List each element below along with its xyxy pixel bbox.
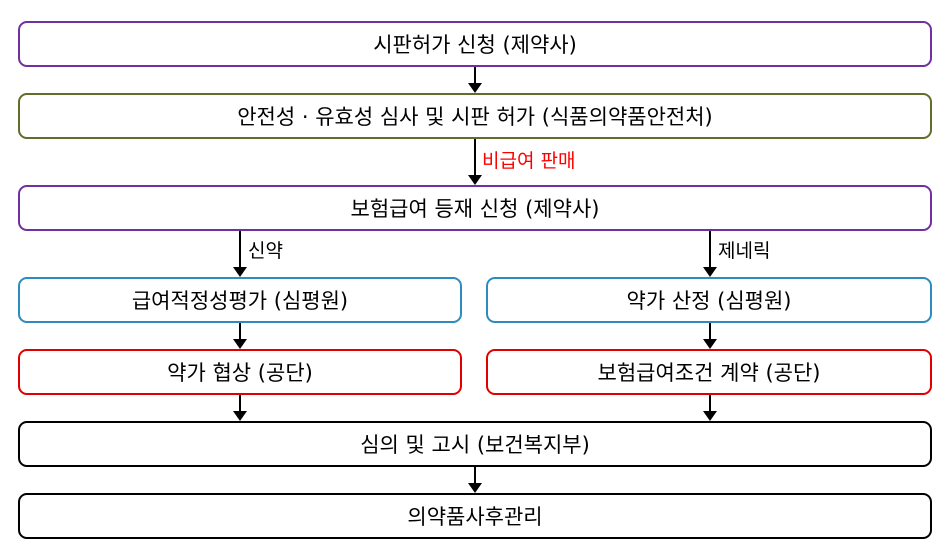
step-deliberation-label: 심의 및 고시 (보건복지부) bbox=[360, 433, 590, 457]
step-application: 시판허가 신청 (제약사) bbox=[18, 21, 932, 67]
step-listing-application: 보험급여 등재 신청 (제약사) bbox=[18, 185, 932, 231]
step-approval: 안전성 · 유효성 심사 및 시판 허가 (식품의약품안전처) bbox=[18, 93, 932, 139]
step-new-drug-assessment: 급여적정성평가 (심평원) bbox=[18, 277, 462, 323]
step-new-drug-assessment-label: 급여적정성평가 (심평원) bbox=[131, 289, 349, 313]
arrow-negotiation-to-deliberation bbox=[233, 395, 247, 421]
step-application-label: 시판허가 신청 (제약사) bbox=[373, 33, 577, 57]
step-generic-contract-label: 보험급여조건 계약 (공단) bbox=[597, 361, 821, 385]
edge-label-non-covered-sales: 비급여 판매 bbox=[482, 150, 576, 172]
edge-label-generic: 제네릭 bbox=[718, 240, 771, 262]
step-approval-label: 안전성 · 유효성 심사 및 시판 허가 (식품의약품안전처) bbox=[237, 105, 713, 129]
step-post-management: 의약품사후관리 bbox=[18, 493, 932, 539]
arrow-approval-to-listing bbox=[468, 139, 482, 185]
arrow-listing-to-generic bbox=[703, 231, 717, 277]
step-price-negotiation-label: 약가 협상 (공단) bbox=[167, 361, 313, 385]
step-post-management-label: 의약품사후관리 bbox=[407, 505, 543, 529]
arrow-contract-to-deliberation bbox=[703, 395, 717, 421]
arrow-application-to-approval bbox=[468, 67, 482, 93]
step-price-negotiation: 약가 협상 (공단) bbox=[18, 349, 462, 395]
step-deliberation: 심의 및 고시 (보건복지부) bbox=[18, 421, 932, 467]
arrow-assessment-to-negotiation bbox=[233, 323, 247, 349]
arrow-listing-to-new-drug bbox=[233, 231, 247, 277]
step-generic-contract: 보험급여조건 계약 (공단) bbox=[486, 349, 932, 395]
step-listing-application-label: 보험급여 등재 신청 (제약사) bbox=[350, 197, 600, 221]
step-generic-pricing: 약가 산정 (심평원) bbox=[486, 277, 932, 323]
arrow-pricing-to-contract bbox=[703, 323, 717, 349]
step-generic-pricing-label: 약가 산정 (심평원) bbox=[626, 289, 792, 313]
arrow-deliberation-to-post bbox=[468, 467, 482, 493]
edge-label-new-drug: 신약 bbox=[248, 240, 283, 262]
